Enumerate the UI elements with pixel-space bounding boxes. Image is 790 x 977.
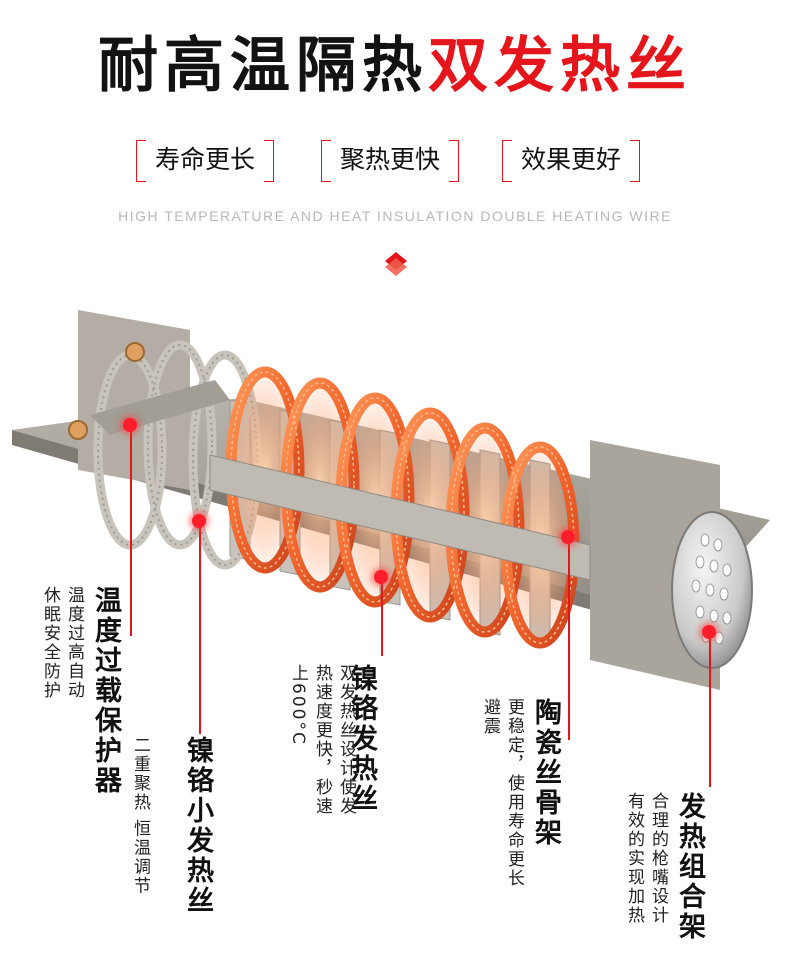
leader-line-thermostat — [130, 428, 132, 636]
marker-dot-thermostat — [123, 418, 137, 432]
english-subtitle: HIGH TEMPERATURE AND HEAT INSULATION DOU… — [118, 208, 672, 224]
label-main-wire: 镍铬发热丝 — [346, 664, 377, 814]
title-black: 耐高温隔热 — [98, 31, 428, 101]
leader-line-main-wire — [381, 580, 383, 656]
title-red: 双发热丝 — [428, 31, 692, 101]
tag-better-effect: 效果更好 — [502, 138, 640, 182]
desc-ceramic: 更稳定，使用寿命更长避震 — [480, 698, 524, 888]
tag-fast-heat-label: 聚热更快 — [339, 145, 440, 174]
leader-line-ceramic — [568, 540, 570, 740]
desc-small-wire: 二重聚热 恒温调节 — [130, 736, 150, 896]
label-thermostat: 温度过载保护器 — [90, 586, 121, 796]
desc-main-wire: 双发热丝设计使发热速度更快，秒速上600°C — [288, 664, 356, 816]
tag-fast-heat: 聚热更快 — [321, 138, 459, 182]
marker-dot-small-wire — [192, 514, 206, 528]
tag-better-effect-label: 效果更好 — [520, 145, 621, 174]
desc-assembly: 合理的枪嘴设计有效的实现加热 — [624, 792, 668, 925]
page-title: 耐高温隔热双发热丝 — [0, 30, 790, 102]
tag-long-life: 寿命更长 — [136, 138, 274, 182]
desc-thermostat: 温度过高自动休眠安全防护 — [40, 586, 84, 700]
marker-dot-main-wire — [374, 570, 388, 584]
leader-line-small-wire — [199, 524, 201, 734]
label-small-wire: 镍铬小发热丝 — [182, 736, 213, 916]
leader-line-assembly — [709, 635, 711, 787]
marker-dot-assembly — [702, 625, 716, 639]
marker-dot-ceramic — [561, 530, 575, 544]
label-ceramic: 陶瓷丝骨架 — [530, 698, 561, 848]
heating-element-illustration — [12, 310, 770, 690]
diamond-icon — [385, 252, 407, 276]
label-assembly: 发热组合架 — [674, 792, 705, 942]
feature-tags: 寿命更长 聚热更快 效果更好 — [0, 138, 790, 186]
tag-long-life-label: 寿命更长 — [154, 145, 255, 174]
